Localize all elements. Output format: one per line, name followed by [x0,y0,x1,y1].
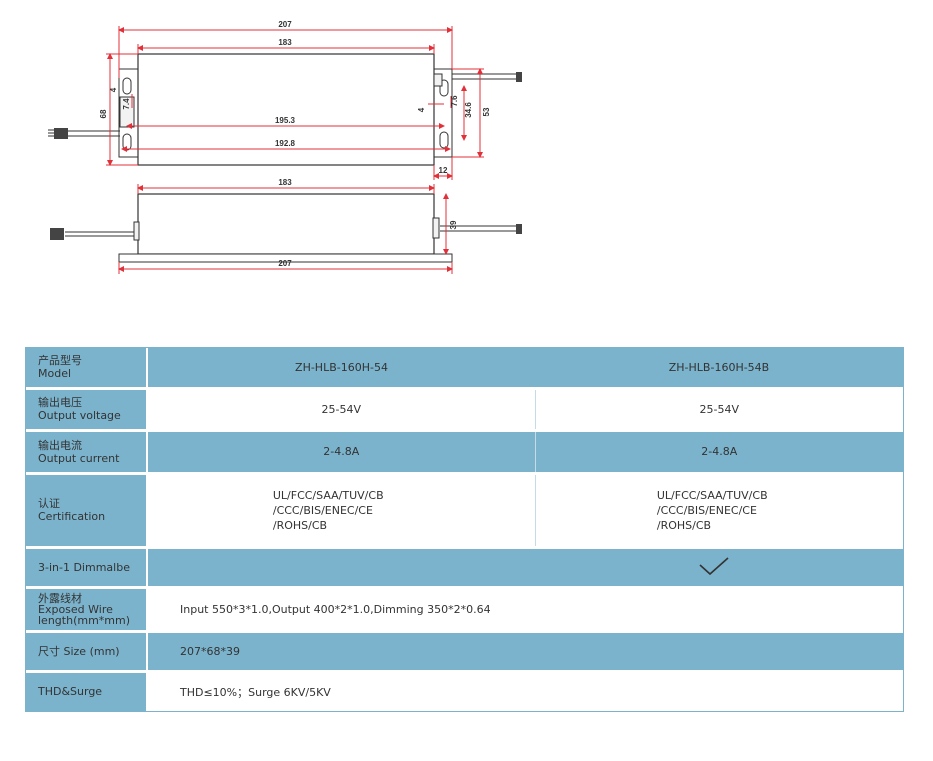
left-wire-bundle [48,128,120,139]
top-body [137,53,435,166]
cell-model-2: ZH-HLB-160H-54B [535,348,903,390]
row-output-current: 输出电流 Output current 2-4.8A 2-4.8A [26,430,903,475]
dim-width: 68 [99,109,108,118]
row-size: 尺寸 Size (mm) 207*68*39 [26,631,903,673]
row-label: 输出电流 Output current [26,430,148,475]
dim-mount-spacing: 195.3 [275,116,296,125]
side-dim-body-length: 183 [278,178,292,187]
label-en: Certification [38,510,106,523]
left-mount-slot-top [122,77,132,95]
cell-size: 207*68*39 [147,631,903,673]
label-en-2: length(mm*mm) [38,613,131,627]
dim-slot-offset: 4 [109,87,118,92]
dim-overall-length: 207 [278,20,292,29]
cell-voltage-2: 25-54V [535,388,903,432]
row-label: 产品型号 Model [26,348,148,390]
cert-line: UL/FCC/SAA/TUV/CB [656,488,768,502]
dim-slot-length-right: 7.6 [450,95,459,107]
cell-cert-2: UL/FCC/SAA/TUV/CB /CCC/BIS/ENEC/CE /ROHS… [535,473,903,549]
label-cn: 外露线材 [38,591,82,605]
cell-thd-surge: THD≤10%；Surge 6KV/5KV [147,671,903,711]
cell-current-2: 2-4.8A [535,430,903,475]
dim-inner-length: 192.8 [275,139,296,148]
row-label: 认证 Certification [26,473,148,549]
technical-drawing: 207 183 195.3 192.8 68 4 7.4 4 7.6 34.6 … [48,20,522,274]
side-dim-height: 39 [449,220,458,229]
row-label: THD&Surge [26,671,148,711]
label-cn: 认证 [38,497,60,510]
dim-slot-width: 7.4 [122,98,131,110]
row-wire-length: 外露线材 Exposed Wire length(mm*mm) Input 55… [26,587,903,633]
row-thd-surge: THD&Surge THD≤10%；Surge 6KV/5KV [26,671,903,711]
side-dim-overall-length: 207 [278,259,292,268]
label-cn: 输出电压 [38,396,82,409]
cert-line: /CCC/BIS/ENEC/CE [656,503,757,517]
cell-model-1: ZH-HLB-160H-54 [147,348,535,390]
spec-table: 产品型号 Model ZH-HLB-160H-54 ZH-HLB-160H-54… [25,347,904,712]
side-right-wire [440,224,522,234]
row-certification: 认证 Certification UL/FCC/SAA/TUV/CB /CCC/… [26,473,903,549]
row-label: 输出电压 Output voltage [26,388,148,432]
side-left-wire [50,228,134,240]
label-cn: 产品型号 [38,354,82,368]
row-output-voltage: 输出电压 Output voltage 25-54V 25-54V [26,388,903,432]
cert-line: /ROHS/CB [656,518,712,532]
right-wire-bundle [452,72,522,82]
cell-voltage-1: 25-54V [147,388,536,432]
dim-slot-offset-right: 4 [417,107,426,112]
cell-dimmable-2 [535,547,903,589]
cell-cert-1: UL/FCC/SAA/TUV/CB /CCC/BIS/ENEC/CE /ROHS… [147,473,536,549]
cell-dimmable-1 [147,547,535,589]
side-view: 183 207 39 [50,178,522,274]
label-cn: 输出电流 [38,438,82,452]
cell-wire-length: Input 550*3*1.0,Output 400*2*1.0,Dimming… [147,587,903,633]
top-view: 207 183 195.3 192.8 68 4 7.4 4 7.6 34.6 … [48,20,522,180]
dim-flange-depth: 12 [439,166,448,175]
row-label: 尺寸 Size (mm) [26,631,148,673]
side-flange [118,253,453,263]
cell-current-1: 2-4.8A [147,430,536,475]
label-en: Exposed Wire [38,602,113,616]
label-en: Output voltage [38,409,121,422]
side-body [137,193,435,255]
label-en: Output current [38,451,120,465]
dim-hole-spacing: 34.6 [464,102,473,118]
cert-line: UL/FCC/SAA/TUV/CB [272,488,384,502]
dim-body-length: 183 [278,38,292,47]
label-en: Model [38,367,72,381]
right-mount-slot-bottom [439,131,449,149]
cert-line: /ROHS/CB [272,518,328,532]
row-label: 3-in-1 Dimmalbe [26,547,148,589]
cert-line: /CCC/BIS/ENEC/CE [272,503,373,517]
row-model: 产品型号 Model ZH-HLB-160H-54 ZH-HLB-160H-54… [26,348,903,390]
dim-flange-width: 53 [482,107,491,116]
row-label: 外露线材 Exposed Wire length(mm*mm) [26,587,148,633]
left-mount-slot-bottom [122,133,132,151]
row-dimmable: 3-in-1 Dimmalbe [26,547,903,589]
checkmark-icon [699,556,729,575]
